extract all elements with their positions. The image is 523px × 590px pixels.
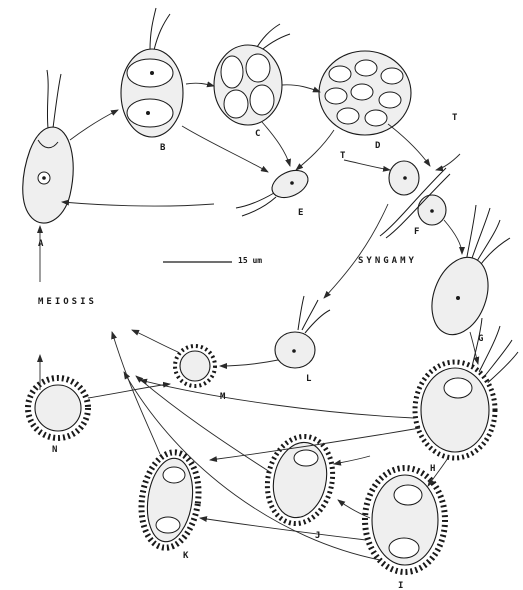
label-h: H (430, 464, 435, 474)
label-c: C (255, 129, 260, 139)
cell-b (121, 8, 183, 137)
meiosis-label: MEIOSIS (38, 297, 97, 307)
cell-j (260, 430, 341, 529)
cell-k (136, 449, 205, 552)
label-e: E (298, 208, 303, 218)
scale-label: 15 um (238, 256, 262, 265)
label-k: K (183, 551, 189, 561)
label-m: M (220, 392, 226, 402)
label-g: G (478, 334, 483, 344)
label-n: N (52, 445, 57, 455)
label-j: J (315, 531, 320, 541)
label-a: A (38, 239, 44, 249)
label-i: I (398, 581, 403, 590)
cell-i (365, 468, 445, 572)
syngamy-label: SYNGAMY (358, 256, 417, 266)
cell-l (275, 296, 330, 368)
cell-h (415, 318, 518, 458)
cell-n (28, 378, 88, 438)
label-t-1: T (452, 113, 458, 123)
cell-d (319, 51, 411, 135)
label-f: F (414, 227, 419, 237)
label-b: B (160, 143, 166, 153)
cell-g (422, 205, 510, 342)
label-t-2: T (340, 151, 346, 161)
cell-c (214, 24, 290, 125)
cell-m (175, 346, 215, 386)
label-d: D (375, 141, 381, 151)
label-l: L (306, 374, 312, 384)
cell-a (23, 70, 73, 223)
